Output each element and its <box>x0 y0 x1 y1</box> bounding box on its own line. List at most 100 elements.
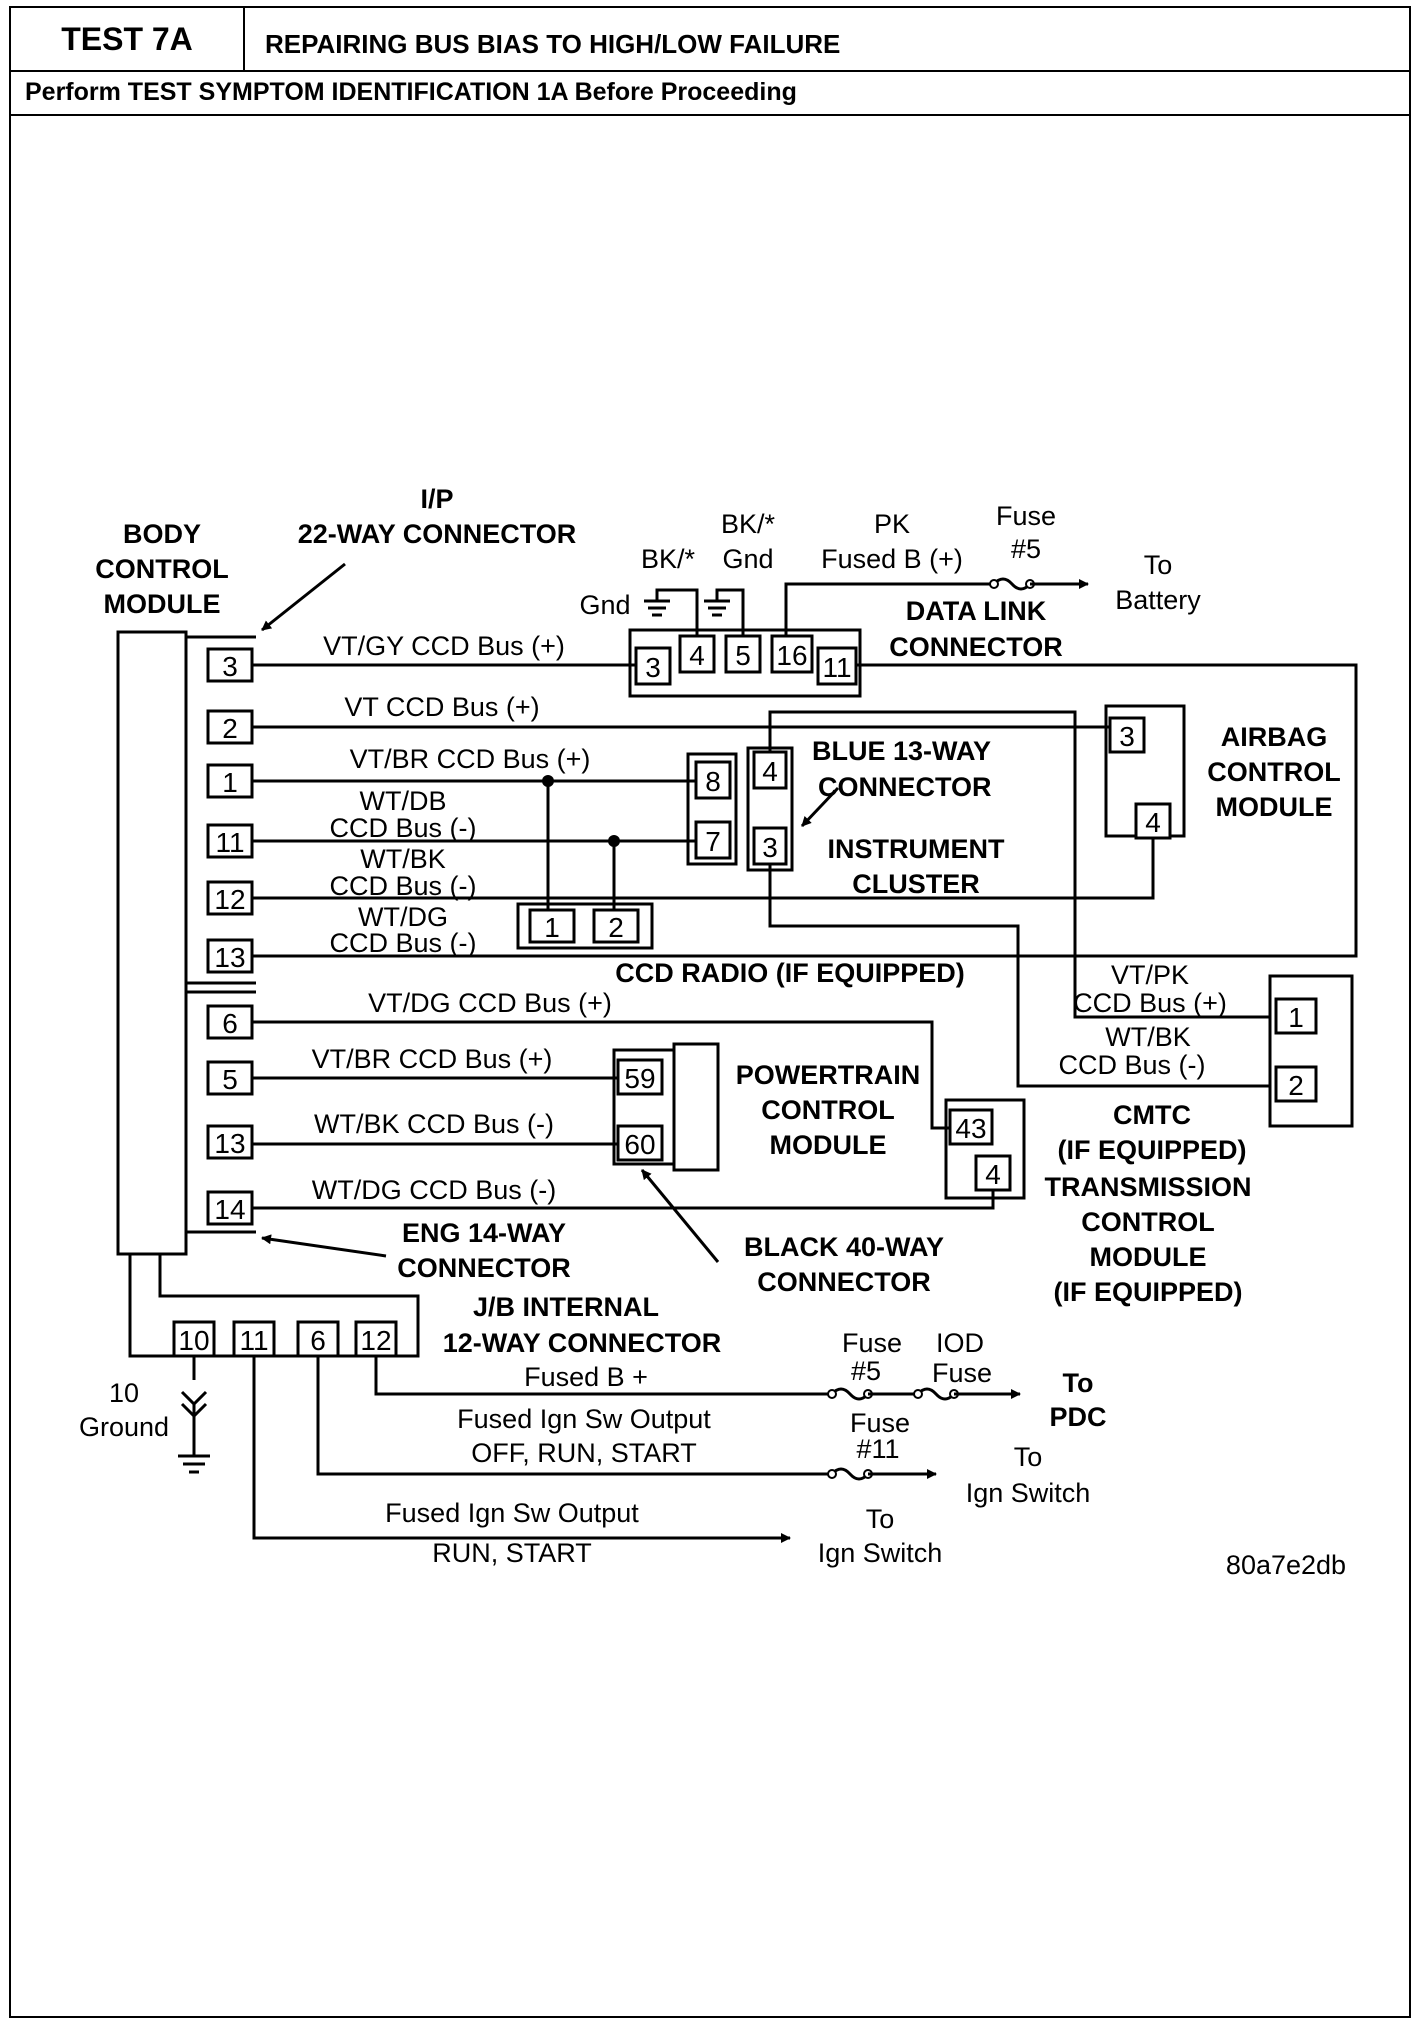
airbag-label-2: CONTROL <box>1207 757 1340 787</box>
header-row: TEST 7A REPAIRING BUS BIAS TO HIGH/LOW F… <box>11 8 1409 72</box>
wire-vtdg-label: VT/DG CCD Bus (+) <box>368 988 612 1018</box>
fuse5b-label-2: #5 <box>851 1356 881 1386</box>
pin-label: 10 <box>178 1325 209 1356</box>
airbag-pins: 3 4 <box>1108 716 1172 840</box>
powertrain-control-module <box>672 1042 720 1172</box>
wire-vtdg <box>252 1020 950 1130</box>
bk-gnd-a-1: BK/* <box>641 544 696 574</box>
jb-12-way-connector <box>128 1254 420 1358</box>
pin-label: 11 <box>239 1325 268 1356</box>
wire-wtdg2 <box>252 1190 995 1210</box>
wire-vtgy-label: VT/GY CCD Bus (+) <box>323 631 565 661</box>
body-control-module <box>116 630 188 1256</box>
to-battery-1: To <box>1144 550 1173 580</box>
wire-vtpk-label-2: CCD Bus (+) <box>1073 988 1227 1018</box>
ip-connector-arrow <box>261 562 346 632</box>
airbag-label-1: AIRBAG <box>1221 722 1328 752</box>
pin-label: 2 <box>222 713 238 744</box>
blue13-label-2: CONNECTOR <box>818 772 992 802</box>
pin-label: 2 <box>608 912 624 943</box>
gnd-label: Gnd <box>579 590 630 620</box>
figure-id: 80a7e2db <box>1226 1550 1346 1580</box>
blue13-label-1: BLUE 13-WAY <box>812 736 991 766</box>
tcm-label-2: CONTROL <box>1081 1207 1214 1237</box>
ic-right-pins: 4 3 <box>752 750 788 866</box>
ign-out1-label-2: OFF, RUN, START <box>471 1438 697 1468</box>
pin-label: 16 <box>776 640 807 671</box>
pin-label: 4 <box>985 1159 1001 1190</box>
wire-wtbk-label-2: CCD Bus (-) <box>330 871 477 901</box>
pin-label: 8 <box>705 766 721 797</box>
to-ign2-label-2: Ign Switch <box>818 1538 943 1568</box>
dlc-label-2: CONNECTOR <box>889 632 1063 662</box>
wire-wtbk-cmtc <box>768 864 1276 1088</box>
wire-vtpk-label-1: VT/PK <box>1111 960 1189 990</box>
pin-label: 1 <box>1288 1002 1304 1033</box>
to-pdc-label-2: PDC <box>1049 1402 1106 1432</box>
pcm-label-1: POWERTRAIN <box>736 1060 921 1090</box>
iod-fuse-symbol <box>916 1387 956 1401</box>
to-pdc-label-1: To <box>1063 1368 1094 1398</box>
ign-out2-label-2: RUN, START <box>432 1538 592 1568</box>
wire-wtdg-label-1: WT/DG <box>358 902 448 932</box>
bk-gnd-b-2: Gnd <box>722 544 773 574</box>
wire-wtdg-label-2: CCD Bus (-) <box>330 928 477 958</box>
fuse11-symbol <box>830 1467 870 1481</box>
ccd-radio-label: CCD RADIO (IF EQUIPPED) <box>615 958 965 988</box>
pin-label: 4 <box>1145 807 1161 838</box>
wire-wtbk <box>252 838 1155 900</box>
wire-dlc11-loop <box>252 663 1358 958</box>
iod-label-2: Fuse <box>932 1358 992 1388</box>
pin-label: 6 <box>310 1325 326 1356</box>
test-title: REPAIRING BUS BIAS TO HIGH/LOW FAILURE <box>265 29 841 59</box>
pk-label-2: Fused B (+) <box>821 544 963 574</box>
pin-label: 1 <box>544 912 560 943</box>
pin-label: 11 <box>215 827 244 858</box>
pin-label: 5 <box>735 640 751 671</box>
bcm-eng-pins: 6 5 13 14 <box>206 1004 254 1226</box>
pin-label: 4 <box>689 640 705 671</box>
pcm-label-3: MODULE <box>770 1130 887 1160</box>
pcm-pins: 59 60 <box>616 1058 664 1162</box>
wire-fused-b <box>374 1356 832 1396</box>
radio-pins: 1 2 <box>528 908 640 944</box>
test-id: TEST 7A <box>11 8 245 70</box>
to-ign2-label-1: To <box>866 1504 895 1534</box>
ign-out1-label-1: Fused Ign Sw Output <box>457 1404 711 1434</box>
pcm-label-2: CONTROL <box>761 1095 894 1125</box>
wire-wtbk2-label-2: CCD Bus (-) <box>1059 1050 1206 1080</box>
fused-b-label: Fused B + <box>524 1362 648 1392</box>
dlc-pins: 3 4 5 16 11 <box>634 634 858 686</box>
dlc-pin4-ground-wire <box>655 588 699 636</box>
fuse5-label-2: #5 <box>1011 534 1041 564</box>
ic-left-pins: 8 7 <box>694 760 732 860</box>
pin-label: 3 <box>762 832 778 863</box>
airbag-label-3: MODULE <box>1216 792 1333 822</box>
ic-label-2: CLUSTER <box>852 869 980 899</box>
iod-label-1: IOD <box>936 1328 984 1358</box>
pk-label-1: PK <box>874 509 910 539</box>
pin-label: 7 <box>705 826 721 857</box>
wire-wtdg2-label: WT/DG CCD Bus (-) <box>312 1175 556 1205</box>
pin-label: 11 <box>822 652 851 683</box>
eng14-arrow <box>261 1234 387 1258</box>
eng14-label-1: ENG 14-WAY <box>402 1218 566 1248</box>
pin-label: 3 <box>1119 721 1135 752</box>
ic-label-1: INSTRUMENT <box>828 834 1005 864</box>
pin-label: 43 <box>955 1113 986 1144</box>
to-ign1-label-1: To <box>1014 1442 1043 1472</box>
wire-wtbk-label-1: WT/BK <box>360 844 446 874</box>
tcm-label-3: MODULE <box>1090 1242 1207 1272</box>
cmtc-label-1: CMTC <box>1113 1100 1191 1130</box>
fuse11-label-2: #11 <box>856 1434 899 1464</box>
pin-label: 13 <box>214 1128 245 1159</box>
pin-label: 2 <box>1288 1070 1304 1101</box>
diagram-frame: TEST 7A REPAIRING BUS BIAS TO HIGH/LOW F… <box>9 6 1411 2018</box>
prereq-text: Perform TEST SYMPTOM IDENTIFICATION 1A B… <box>25 78 797 106</box>
bcm-label-1: BODY <box>123 519 201 549</box>
black40-label-1: BLACK 40-WAY <box>744 1232 944 1262</box>
pin-label: 6 <box>222 1008 238 1039</box>
blue13-arrow <box>800 786 840 828</box>
pin-label: 13 <box>214 942 245 973</box>
wire-wtdb-label-1: WT/DB <box>360 786 447 816</box>
